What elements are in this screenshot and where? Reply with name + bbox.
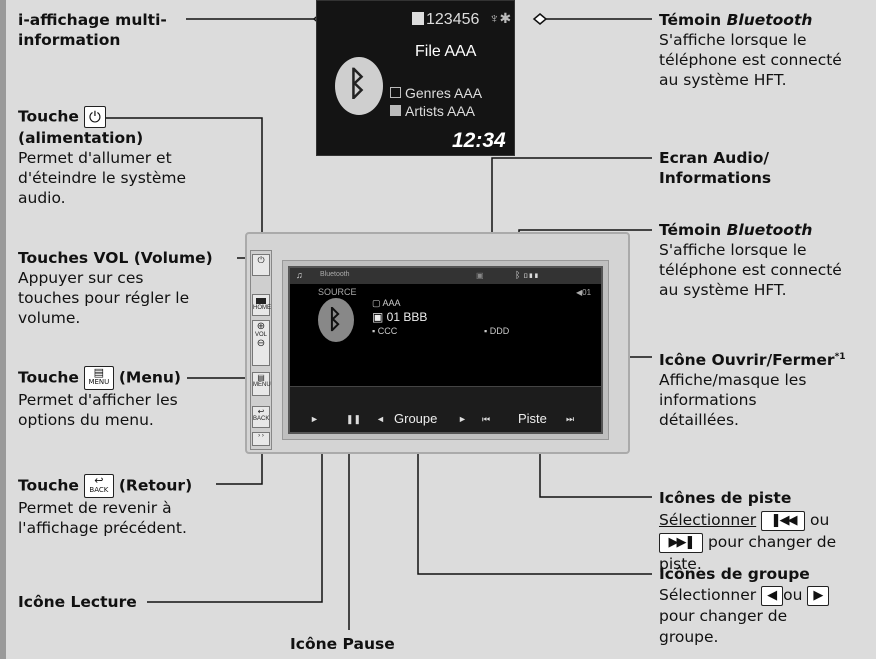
genres-row: Genres AAA bbox=[390, 85, 482, 101]
back-key-icon: ↩BACK bbox=[83, 474, 114, 498]
label-power: Touche ⏻ (alimentation) Permet d'allumer… bbox=[18, 106, 187, 207]
group-prev-key-icon: ◀ bbox=[761, 585, 784, 606]
artists-row: Artists AAA bbox=[390, 103, 475, 119]
music-note-icon: ♫ bbox=[296, 270, 303, 280]
artist-row: ▪ CCC bbox=[372, 326, 398, 336]
track-number-label: 123456 bbox=[412, 11, 479, 29]
home-button[interactable]: HOME bbox=[252, 294, 271, 316]
track-row: ▣ 01 BBB bbox=[372, 310, 428, 324]
label-volume: Touches VOL (Volume) Appuyer sur ces tou… bbox=[18, 249, 213, 327]
track-label: Piste bbox=[518, 411, 547, 426]
genre-row: ▪ DDD bbox=[484, 326, 510, 336]
label-back: Touche ↩BACK (Retour) Permet de revenir … bbox=[18, 474, 193, 537]
label-bluetooth-mid: Témoin Bluetooth S'affiche lorsque le té… bbox=[659, 221, 842, 299]
skip-back-icon: ❚◀◀ bbox=[761, 510, 806, 531]
audio-info-screen: ♫ Bluetooth ▣ ᛒ ▯▮▮ SOURCE ◀01 ᛒ ▢ AAA ▣… bbox=[288, 266, 603, 434]
bluetooth-logo-icon: ᛒ bbox=[318, 298, 354, 342]
bluetooth-status-icon: ᛒ ▯▮▮ bbox=[515, 270, 540, 280]
label-menu: Touche ▤MENU (Menu) Permet d'afficher le… bbox=[18, 366, 181, 429]
track-next-icon[interactable]: ⏭ bbox=[566, 414, 575, 424]
clock: 12:34 bbox=[452, 129, 506, 152]
label-lecture: Icône Lecture bbox=[18, 593, 137, 611]
multi-info-display: 123456 ♆✱ File AAA ᛒ Genres AAA Artists … bbox=[316, 0, 515, 156]
usb-bluetooth-icons: ♆✱ bbox=[489, 10, 512, 26]
group-next-key-icon: ▶ bbox=[807, 585, 830, 606]
track-prev-icon[interactable]: ⏮ bbox=[482, 414, 491, 424]
group-prev-icon[interactable]: ◄ bbox=[376, 414, 385, 424]
artist-icon bbox=[390, 105, 401, 116]
control-bar bbox=[290, 386, 601, 432]
left-margin-bar bbox=[0, 0, 6, 659]
label-ecran: Ecran Audio/ Informations bbox=[659, 149, 772, 187]
label-bluetooth-top: Témoin Bluetooth S'affiche lorsque le té… bbox=[659, 11, 842, 89]
play-icon[interactable]: ► bbox=[310, 414, 319, 424]
power-button[interactable]: ⏻ bbox=[252, 254, 270, 276]
track-no: ◀01 bbox=[576, 288, 592, 297]
bluetooth-logo-icon: ᛒ bbox=[335, 57, 383, 115]
album-row: ▢ AAA bbox=[372, 298, 401, 308]
screen-header bbox=[290, 268, 601, 284]
source-label: SOURCE bbox=[318, 287, 357, 297]
pause-icon[interactable]: ❚❚ bbox=[346, 414, 362, 424]
skip-forward-icon: ▶▶❚ bbox=[659, 532, 703, 553]
back-button[interactable]: ↩BACK bbox=[252, 406, 270, 428]
group-next-icon[interactable]: ► bbox=[458, 414, 467, 424]
file-name: File AAA bbox=[415, 43, 477, 60]
power-icon: ⏻ bbox=[83, 106, 106, 128]
label-groupe: Icônes de groupe Sélectionner ◀ou ▶ pour… bbox=[659, 564, 830, 648]
source-tab[interactable]: Bluetooth bbox=[320, 271, 350, 278]
label-piste: Icônes de piste Sélectionner ❚◀◀ ou ▶▶❚ … bbox=[659, 489, 837, 573]
status-icon: ▣ bbox=[476, 271, 484, 280]
label-idisplay: i-affichage multi- information bbox=[18, 11, 167, 49]
genre-icon bbox=[390, 87, 401, 98]
menu-button[interactable]: ▤MENU bbox=[252, 372, 271, 396]
music-note-icon bbox=[412, 12, 424, 25]
menu-key-icon: ▤MENU bbox=[83, 366, 114, 390]
label-pause: Icône Pause bbox=[290, 635, 395, 653]
volume-buttons[interactable]: ⊕VOL⊖ bbox=[252, 320, 270, 366]
group-label: Groupe bbox=[394, 411, 438, 426]
tune-button[interactable]: › › bbox=[252, 432, 270, 446]
label-openclose: Icône Ouvrir/Fermer*1 Affiche/masque les… bbox=[659, 351, 846, 430]
